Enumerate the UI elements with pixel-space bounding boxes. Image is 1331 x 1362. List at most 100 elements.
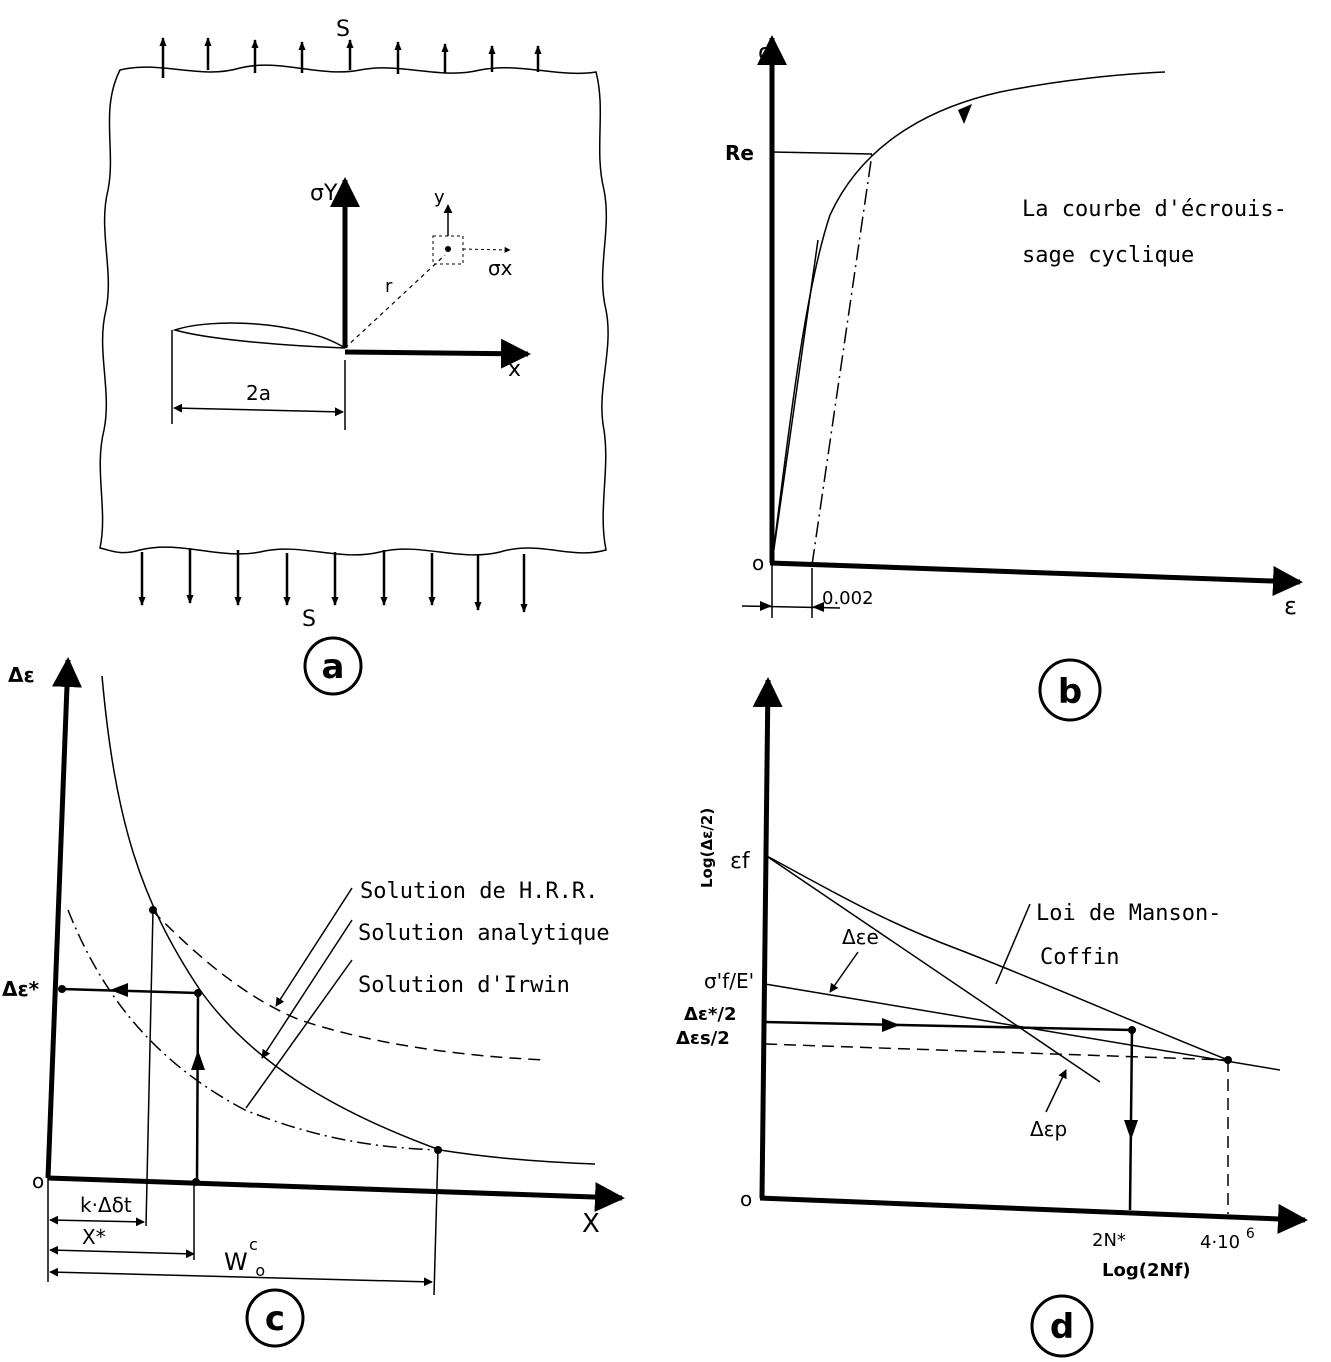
panel-c: Δε X o Δε* k·Δδt X* W o c	[2, 657, 625, 1348]
origin-b: o	[752, 551, 764, 575]
leader-hrr	[275, 887, 353, 1007]
w-main: W	[224, 1248, 248, 1276]
dim-2a-line	[173, 403, 344, 417]
panel-a-label: a	[322, 647, 345, 687]
panel-a-badge	[303, 636, 363, 696]
delta-eps-star-2-arrow	[882, 1018, 900, 1032]
delta-eps-star-arrow	[110, 983, 128, 997]
delta-eps-star-line	[61, 987, 199, 995]
leader-analytique	[261, 919, 353, 1059]
w-sub: o	[255, 1261, 265, 1280]
legend-hrr: Solution de H.R.R.	[360, 879, 598, 904]
four-e6-label: 4·10 6	[1200, 1226, 1255, 1253]
log-n-axis	[759, 1195, 1308, 1234]
w-right-tick	[433, 1149, 439, 1296]
log-eps-axis	[752, 677, 783, 1199]
curve-label-1: La courbe d'écrouis-	[1022, 197, 1287, 222]
crack-length-label: 2a	[246, 381, 271, 405]
four-e6-exp: 6	[1246, 1226, 1255, 1242]
manson-label-1: Loi de Manson-	[1036, 901, 1221, 926]
four-e6-base: 4·10	[1200, 1232, 1240, 1253]
delta-eps-e-label: Δεe	[842, 925, 879, 949]
two-n-star-label: 2N*	[1092, 1230, 1126, 1251]
re-line	[771, 151, 873, 155]
point-2n-star	[1128, 1026, 1136, 1034]
x-axis-c-label: X	[582, 1209, 600, 1239]
re-label: Re	[725, 141, 754, 165]
plate-outline	[99, 64, 609, 556]
sigma-x-label: σx	[488, 256, 513, 280]
delta-eps-star-2-label: Δε*/2	[684, 1004, 736, 1025]
log-eps-axis-label: Log(Δε/2)	[698, 808, 716, 888]
cyclic-curve	[771, 71, 1166, 564]
leader-manson	[995, 903, 1031, 985]
k-delta-vertical	[145, 909, 154, 1227]
panel-c-label: c	[265, 1299, 285, 1339]
point-4e6	[1224, 1056, 1232, 1064]
delta-eps-axis	[45, 657, 82, 1179]
delta-eps-s-2-label: Δεs/2	[676, 1028, 730, 1049]
w-sup: c	[249, 1235, 258, 1254]
x-label-a: x	[508, 357, 521, 382]
panel-b: σ ε o Re 0.002 La courbe d'écrouis- sage…	[725, 35, 1303, 722]
eps-f-label: εf	[730, 849, 751, 874]
stress-label-top: S	[336, 17, 350, 42]
legend-analytique: Solution analytique	[358, 921, 610, 946]
leader-eps-p	[1045, 1069, 1067, 1113]
r-label: r	[385, 276, 393, 297]
hrr-curve	[151, 909, 546, 1061]
w-label: W o	[224, 1248, 265, 1280]
epsilon-axis-b	[769, 560, 1303, 597]
epsilon-axis-label: ε	[1284, 592, 1297, 620]
crack-shape	[172, 322, 346, 349]
manson-coffin-curve	[764, 854, 1229, 1061]
delta-eps-star-2-line	[764, 1020, 1133, 1032]
k-delta-dim	[49, 1215, 145, 1227]
leader-irwin	[245, 959, 353, 1109]
k-delta-label: k·Δδt	[80, 1193, 132, 1217]
w-dim	[49, 1267, 433, 1287]
curve-label-2: sage cyclique	[1022, 243, 1194, 268]
curve-arrow	[958, 104, 972, 124]
manson-label-2: Coffin	[1040, 945, 1119, 970]
panel-b-badge	[1038, 658, 1102, 722]
offset-line	[811, 153, 873, 566]
elastic-line	[771, 239, 819, 564]
panel-a: S S σY x r y σx	[99, 17, 609, 696]
delta-eps-star-label: Δε*	[2, 977, 40, 1001]
sigma-axis-label: σ	[758, 38, 773, 66]
origin-c: o	[32, 1169, 44, 1193]
x-axis-c	[47, 1175, 625, 1213]
irwin-curve	[67, 909, 441, 1151]
x-axis-a	[344, 338, 531, 369]
panel-d: Log(Δε/2) Log(2Nf) o εf σ'f/E' Δε*/2 Δεs…	[676, 677, 1308, 1358]
leader-eps-e	[829, 951, 859, 993]
offset-value: 0.002	[822, 588, 874, 609]
element-center	[445, 246, 451, 252]
analytique-curve	[101, 675, 596, 1165]
plastic-line	[764, 854, 1101, 1083]
bottom-stress-arrows	[138, 548, 528, 613]
stress-label-bottom: S	[302, 607, 316, 632]
vertical-arrow-line	[195, 994, 200, 1183]
delta-eps-axis-label: Δε	[8, 663, 35, 687]
top-stress-arrows	[159, 37, 542, 78]
panel-c-badge	[245, 1288, 305, 1348]
offset-arrow-r	[812, 602, 824, 612]
offset-arrow-l	[760, 601, 772, 611]
log-n-axis-label: Log(2Nf)	[1102, 1260, 1191, 1281]
element-x-arrow	[462, 246, 511, 253]
vertical-arrow	[191, 1050, 205, 1070]
origin-d: o	[740, 1187, 752, 1211]
panel-d-badge	[1030, 1294, 1094, 1358]
sigma-y-label: σY	[310, 181, 338, 206]
radius-line	[344, 254, 446, 349]
delta-eps-p-label: Δεp	[1030, 1117, 1067, 1141]
element-y-label: y	[434, 187, 445, 208]
legend-irwin: Solution d'Irwin	[358, 973, 570, 998]
panel-d-label: d	[1050, 1307, 1074, 1347]
sigma-f-e-label: σ'f/E'	[704, 969, 754, 993]
panel-b-label: b	[1058, 672, 1082, 712]
x-star-dim	[49, 1245, 195, 1259]
